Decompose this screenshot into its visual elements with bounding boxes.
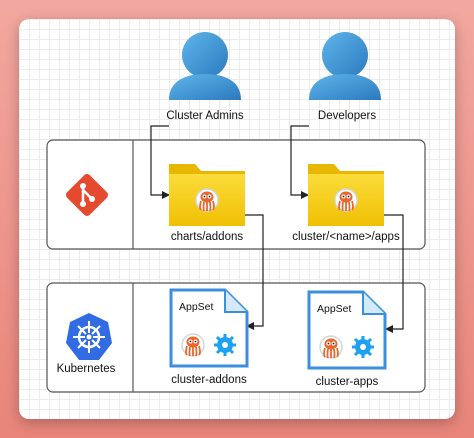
diagram-canvas: Cluster Admins Developers charts/addons … (19, 19, 455, 419)
kubernetes-label: Kubernetes (57, 363, 116, 375)
cluster-addons-label: cluster-addons (171, 374, 247, 386)
cluster-apps-appset-icon (307, 290, 387, 370)
kubernetes-logo-icon (66, 313, 112, 360)
cluster-apps-appset-badge: AppSet (317, 303, 352, 315)
developers-to-apps-arrow (290, 125, 309, 199)
charts-addons-folder-icon (169, 164, 245, 226)
cluster-apps-folder-icon (308, 164, 384, 226)
admins-to-addons-arrow (150, 125, 170, 199)
diagram-svg: Cluster Admins Developers charts/addons … (46, 32, 426, 393)
cluster-name-apps-label: cluster/<name>/apps (292, 231, 400, 243)
cluster-addons-appset-icon (169, 288, 249, 368)
cluster-admins-label: Cluster Admins (166, 110, 244, 122)
git-logo-icon (66, 174, 108, 216)
developers-user-icon (309, 32, 381, 100)
cluster-admins-user-icon (169, 32, 241, 100)
charts-addons-label: charts/addons (171, 231, 243, 243)
apps-to-appset-arrow (384, 214, 404, 333)
cluster-apps-label: cluster-apps (316, 376, 379, 388)
addons-to-appset-arrow (245, 214, 264, 330)
cluster-addons-appset-badge: AppSet (179, 301, 214, 313)
developers-label: Developers (318, 110, 376, 122)
